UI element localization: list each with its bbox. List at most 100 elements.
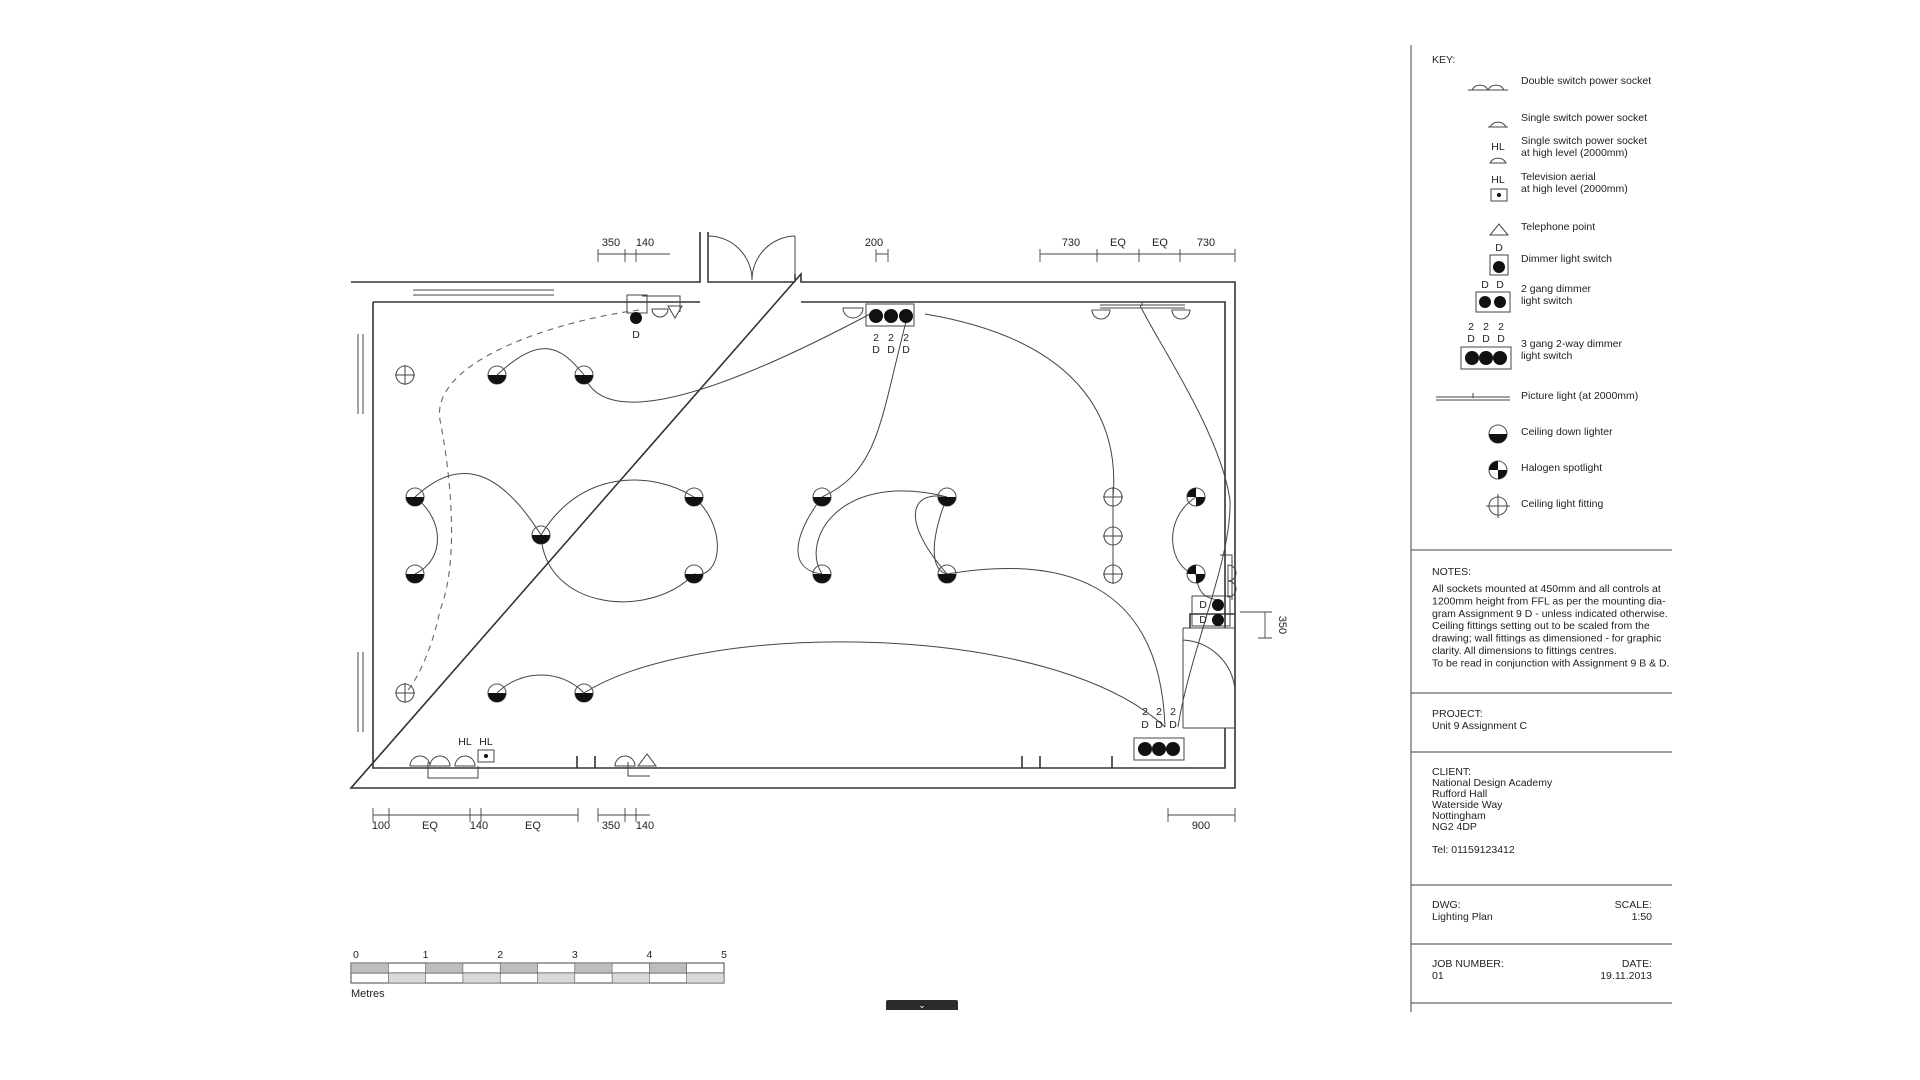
- picture-light-icon: [1091, 302, 1191, 320]
- svg-text:D: D: [902, 344, 910, 356]
- svg-text:D: D: [1495, 242, 1503, 254]
- single-socket-icon: [842, 307, 864, 319]
- ceiling-fitting-icon: [395, 365, 415, 385]
- chevron-down-icon: ⌄: [918, 1000, 926, 1010]
- down-lighter-icon: [937, 564, 957, 584]
- svg-text:D: D: [1199, 614, 1207, 626]
- single-socket-icon: [642, 295, 681, 318]
- ceiling-fitting-icon: [1103, 487, 1123, 507]
- svg-text:D: D: [1497, 333, 1505, 345]
- scale-cell: [611, 972, 650, 984]
- job-label: JOB NUMBER:: [1432, 958, 1504, 970]
- down-lighter-icon: [487, 365, 507, 385]
- key-label: Ceiling light fitting: [1521, 498, 1603, 510]
- outer-wall: [349, 232, 1236, 789]
- two-gang-dimmer-icon: D D: [1191, 595, 1231, 627]
- svg-text:D: D: [887, 344, 895, 356]
- key-label: at high level (2000mm): [1521, 183, 1628, 195]
- down-lighter-icon: [812, 564, 832, 584]
- collapse-toolbar-button[interactable]: ⌄: [886, 1000, 958, 1010]
- dim-top-730-b: 730: [1197, 237, 1215, 249]
- single-socket-icon: [614, 755, 650, 777]
- dashed-circuit: [404, 309, 640, 694]
- notes-line: 1200mm height from FFL as per the mounti…: [1432, 595, 1666, 607]
- floor-plan: [349, 232, 1236, 789]
- down-lighter-icon: [405, 487, 425, 507]
- two-gang-dimmer-icon: D D: [1475, 279, 1511, 313]
- scale-tick: 1: [423, 949, 429, 961]
- date-label: DATE:: [1622, 958, 1652, 970]
- client-line: National Design Academy: [1432, 777, 1553, 789]
- down-lighter-icon: [1488, 424, 1508, 444]
- dim-bottom-350: 350: [602, 820, 620, 832]
- key-label: light switch: [1521, 350, 1573, 362]
- down-lighter-icon: [405, 564, 425, 584]
- window-left-lower: [357, 652, 364, 732]
- telephone-point-icon: [667, 305, 683, 319]
- svg-text:HL: HL: [458, 736, 472, 748]
- dim-right-350: 350: [1276, 616, 1288, 634]
- three-gang-dimmer-icon: 2 2 2 D D D: [865, 303, 915, 356]
- window-top: [413, 289, 554, 296]
- halogen-spotlight-icon: [1186, 487, 1206, 507]
- svg-text:D: D: [1155, 719, 1163, 731]
- dim-top-eq-b: EQ: [1152, 237, 1168, 249]
- svg-text:2: 2: [1142, 706, 1148, 718]
- dimmer-switch-icon: D: [1489, 242, 1509, 276]
- key-label: Single switch power socket: [1521, 112, 1647, 124]
- svg-text:2: 2: [888, 332, 894, 344]
- notes-line: All sockets mounted at 450mm and all con…: [1432, 583, 1661, 595]
- scale-cell: [387, 972, 426, 984]
- key-label: Single switch power socket: [1521, 135, 1647, 147]
- single-socket-icon: [1488, 121, 1508, 128]
- down-lighter-icon: [937, 487, 957, 507]
- three-gang-dimmer-icon: 2 2 2 D D D: [1133, 706, 1185, 761]
- svg-text:D: D: [1496, 279, 1504, 291]
- down-lighter-icon: [574, 365, 594, 385]
- scale-cell: [425, 962, 464, 974]
- svg-text:D: D: [872, 344, 880, 356]
- svg-text:D: D: [1141, 719, 1149, 731]
- ceiling-fitting-icon: [1103, 526, 1123, 546]
- wiring: [404, 304, 1231, 728]
- dim-bottom-140b: 140: [636, 820, 654, 832]
- dim-top-140: 140: [636, 237, 654, 249]
- scale-cell: [537, 972, 576, 984]
- dim-top-730-a: 730: [1062, 237, 1080, 249]
- svg-text:2: 2: [1468, 321, 1474, 333]
- telephone-point-icon: [1488, 223, 1510, 236]
- client-line: Rufford Hall: [1432, 788, 1487, 800]
- scale-cell: [350, 962, 389, 974]
- svg-text:HL: HL: [1491, 174, 1505, 186]
- svg-text:D: D: [632, 329, 640, 341]
- scale-label: SCALE:: [1615, 899, 1652, 911]
- svg-text:2: 2: [1170, 706, 1176, 718]
- dwg-label: DWG:: [1432, 899, 1461, 911]
- svg-text:D: D: [1467, 333, 1475, 345]
- down-lighter-icon: [574, 683, 594, 703]
- high-level-socket-icon: HL: [1489, 141, 1507, 164]
- entrance-door: [707, 235, 796, 282]
- notes-line: clarity. All dimensions to fittings cent…: [1432, 645, 1617, 657]
- key-heading: KEY:: [1432, 54, 1455, 66]
- switches-sockets: D 2 2 2 D D D D D 2: [409, 294, 1237, 779]
- dimmer-switch-icon: D: [626, 294, 648, 341]
- dim-top-350: 350: [602, 237, 620, 249]
- dim-bottom-100: 100: [372, 820, 390, 832]
- key-label: Telephone point: [1521, 221, 1595, 233]
- client-line: Waterside Way: [1432, 799, 1503, 811]
- double-socket-icon: [409, 755, 479, 779]
- ceiling-fitting-icon: [1103, 564, 1123, 584]
- bottom-notch-2: [1021, 756, 1041, 768]
- key-label: Picture light (at 2000mm): [1521, 390, 1638, 402]
- halogen-spotlight-icon: [1186, 564, 1206, 584]
- notes-heading: NOTES:: [1432, 566, 1471, 578]
- down-lighter-icon: [684, 564, 704, 584]
- svg-text:D: D: [1481, 279, 1489, 291]
- high-level-socket-icon: HL: [454, 736, 476, 767]
- three-gang-dimmer-icon: 2 2 2 D D D: [1460, 321, 1512, 370]
- svg-text:2: 2: [1483, 321, 1489, 333]
- dim-bottom-eq-a: EQ: [422, 820, 438, 832]
- halogen-spotlight-icon: [1488, 460, 1508, 480]
- scale-cell: [649, 962, 688, 974]
